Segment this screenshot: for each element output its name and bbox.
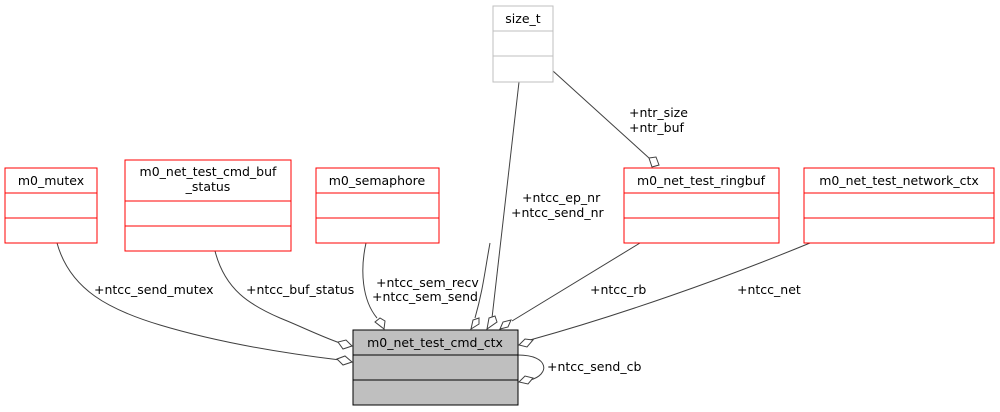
class-name: m0_net_test_cmd_buf [140, 164, 277, 179]
class-name: m0_mutex [18, 173, 84, 188]
edge-label: +ntcc_net [737, 282, 801, 297]
aggregation-diamond-icon [499, 319, 512, 330]
edge-label: +ntcc_rb [590, 282, 646, 297]
class-node-m0-net-test-network-ctx[interactable]: m0_net_test_network_ctx [803, 167, 995, 244]
edge-network-ctx-to-cmd-ctx: +ntcc_net [518, 242, 811, 348]
class-node-size-t[interactable]: size_t [492, 5, 554, 83]
class-name: m0_net_test_network_ctx [819, 173, 979, 188]
class-name-line-2: _status [185, 179, 231, 194]
edge-label: +ntcc_send_nr [511, 205, 605, 220]
edge-label: +ntcc_send_mutex [94, 282, 213, 297]
aggregation-diamond-icon [336, 355, 353, 366]
edge-self-loop-send-cb: +ntcc_send_cb [517, 354, 641, 385]
edge-semaphore-recv-to-cmd-ctx [362, 242, 386, 330]
edge-label: +ntr_size [629, 105, 688, 120]
edge-size-t-to-cmd-ctx: +ntcc_ep_nr +ntcc_send_nr [486, 81, 605, 331]
edge-mutex-to-cmd-ctx: +ntcc_send_mutex [56, 242, 353, 366]
edge-buf-status-to-cmd-ctx: +ntcc_buf_status [214, 250, 354, 350]
edge-label: +ntcc_send_cb [547, 359, 641, 374]
class-node-m0-semaphore[interactable]: m0_semaphore [315, 167, 440, 244]
edge-semaphore-send-to-cmd-ctx: +ntcc_sem_recv +ntcc_sem_send [372, 242, 491, 331]
edge-size-t-to-ringbuf: +ntr_size +ntr_buf [552, 70, 688, 168]
aggregation-diamond-icon [486, 315, 498, 331]
aggregation-diamond-icon [337, 339, 353, 350]
class-name: size_t [505, 11, 540, 26]
aggregation-diamond-icon [518, 375, 534, 385]
main-class-name: m0_net_test_cmd_ctx [367, 335, 503, 350]
class-node-m0-net-test-ringbuf[interactable]: m0_net_test_ringbuf [623, 167, 780, 244]
class-name: m0_net_test_ringbuf [637, 173, 766, 188]
class-node-m0-net-test-cmd-buf-status[interactable]: m0_net_test_cmd_buf [124, 159, 292, 252]
aggregation-diamond-icon [374, 317, 386, 330]
edge-label: +ntcc_sem_recv [376, 275, 479, 290]
edge-label: +ntcc_ep_nr [522, 190, 601, 205]
aggregation-diamond-icon [648, 156, 660, 168]
class-name: m0_semaphore [329, 173, 426, 188]
edge-label: +ntcc_buf_status [246, 282, 354, 297]
edge-ringbuf-to-cmd-ctx: +ntcc_rb [499, 242, 646, 330]
class-node-m0-mutex[interactable]: m0_mutex [4, 167, 98, 244]
edge-label: +ntcc_sem_send [372, 289, 478, 304]
aggregation-diamond-icon [518, 338, 534, 348]
edge-label: +ntr_buf [629, 120, 685, 135]
aggregation-diamond-icon [470, 317, 480, 331]
class-node-m0-net-test-cmd-ctx[interactable]: m0_net_test_cmd_ctx [352, 329, 519, 406]
